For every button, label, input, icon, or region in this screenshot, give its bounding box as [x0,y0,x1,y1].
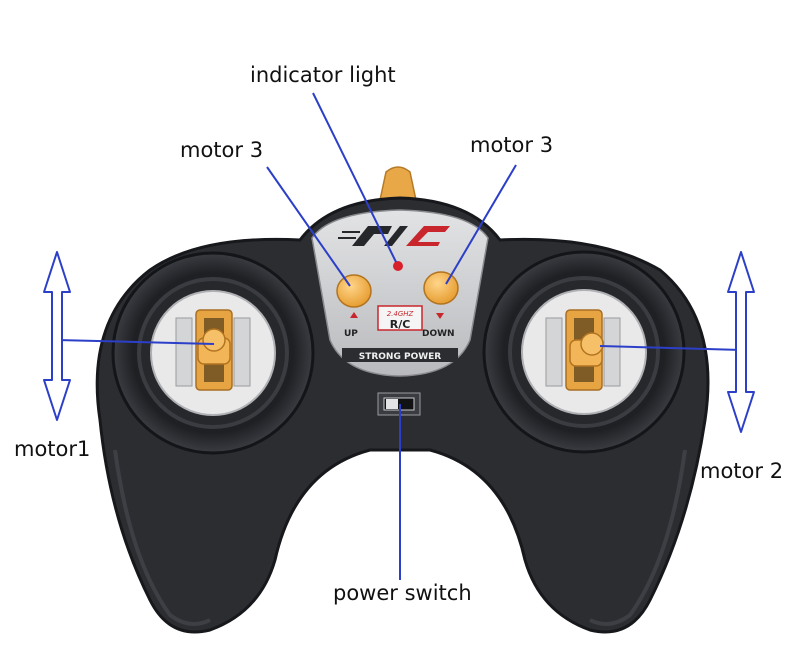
antenna [379,166,417,201]
brand-strip-text: STRONG POWER [359,352,442,362]
motor1-direction-arrow-icon [43,251,71,421]
rc-logo [338,226,450,246]
motor3-left-label: motor 3 [180,138,264,162]
motor3-up-button[interactable] [336,274,372,308]
faceplate [311,209,489,377]
leader-motor3-left [266,166,351,287]
leader-motor1 [56,339,215,345]
badge-text: R/C [390,318,411,331]
right-joystick[interactable] [569,332,604,367]
frequency-badge: 2.4GHZ R/C [377,305,423,331]
motor3-down-button[interactable] [423,271,459,305]
indicator-light [393,261,403,271]
up-label: UP [344,329,358,339]
up-arrow-icon [350,312,358,318]
leader-motor2 [599,345,743,351]
indicator-light-label: indicator light [250,63,396,87]
annotation-lines [56,92,743,580]
down-label: DOWN [422,329,455,339]
motor1-label: motor1 [14,437,91,461]
motor3-right-label: motor 3 [470,133,554,157]
motor2-direction-arrow-icon [727,251,755,433]
leader-motor3-right [445,164,517,285]
down-arrow-icon [436,313,444,319]
power-switch-label: power switch [333,581,472,605]
leader-indicator [312,92,397,263]
frequency-text: 2.4GHZ [387,310,414,318]
brand-strip [342,348,458,362]
motor2-label: motor 2 [700,459,784,483]
